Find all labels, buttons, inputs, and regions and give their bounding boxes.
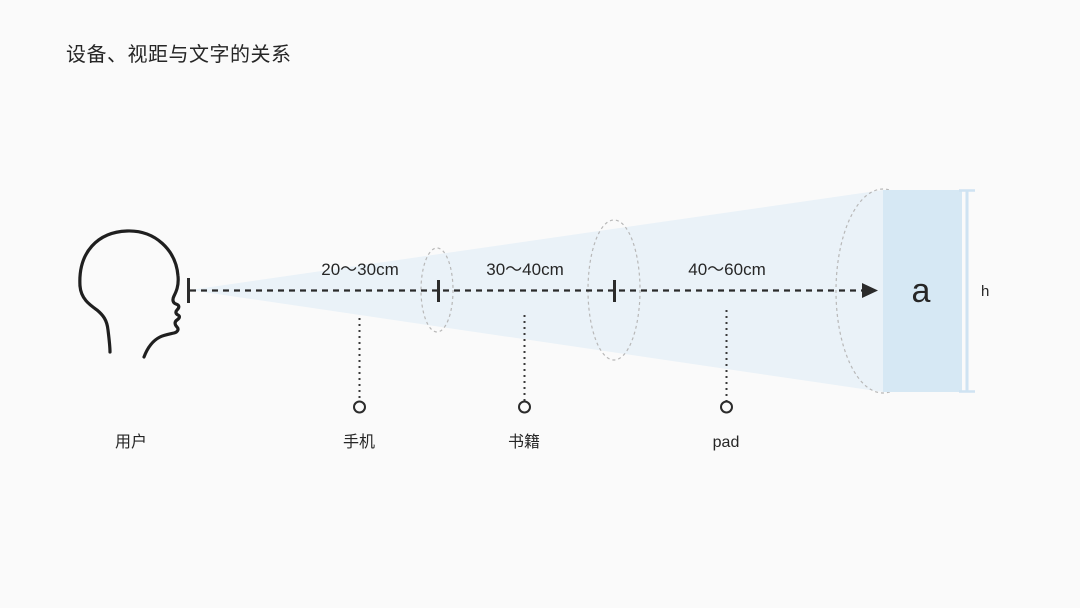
leader-line-pad — [720, 310, 733, 414]
distance-label-phone: 20～30cm — [321, 260, 398, 279]
height-dimension-line — [959, 189, 975, 393]
circle-marker-pad — [720, 400, 733, 414]
circle-marker-phone — [353, 400, 366, 414]
distance-label-pad: 40～60cm — [688, 260, 765, 279]
device-label-book: 书籍 — [508, 433, 540, 451]
page-title: 设备、视距与文字的关系 — [66, 44, 292, 66]
viewer-label: 用户 — [115, 433, 147, 451]
height-dimension-label: h — [981, 283, 989, 300]
screen-rectangle — [883, 190, 962, 392]
device-label-phone: 手机 — [343, 433, 375, 451]
cross-section-ellipse-phone — [420, 247, 454, 333]
distance-label-book: 30～40cm — [486, 260, 563, 279]
head-profile-icon — [78, 229, 181, 359]
screen-glyph-a: a — [912, 272, 931, 310]
leader-line-book — [518, 315, 531, 414]
arrow-right-icon — [862, 283, 878, 298]
device-label-pad: pad — [713, 434, 740, 451]
circle-marker-book — [518, 400, 531, 414]
leader-line-phone — [353, 318, 366, 414]
